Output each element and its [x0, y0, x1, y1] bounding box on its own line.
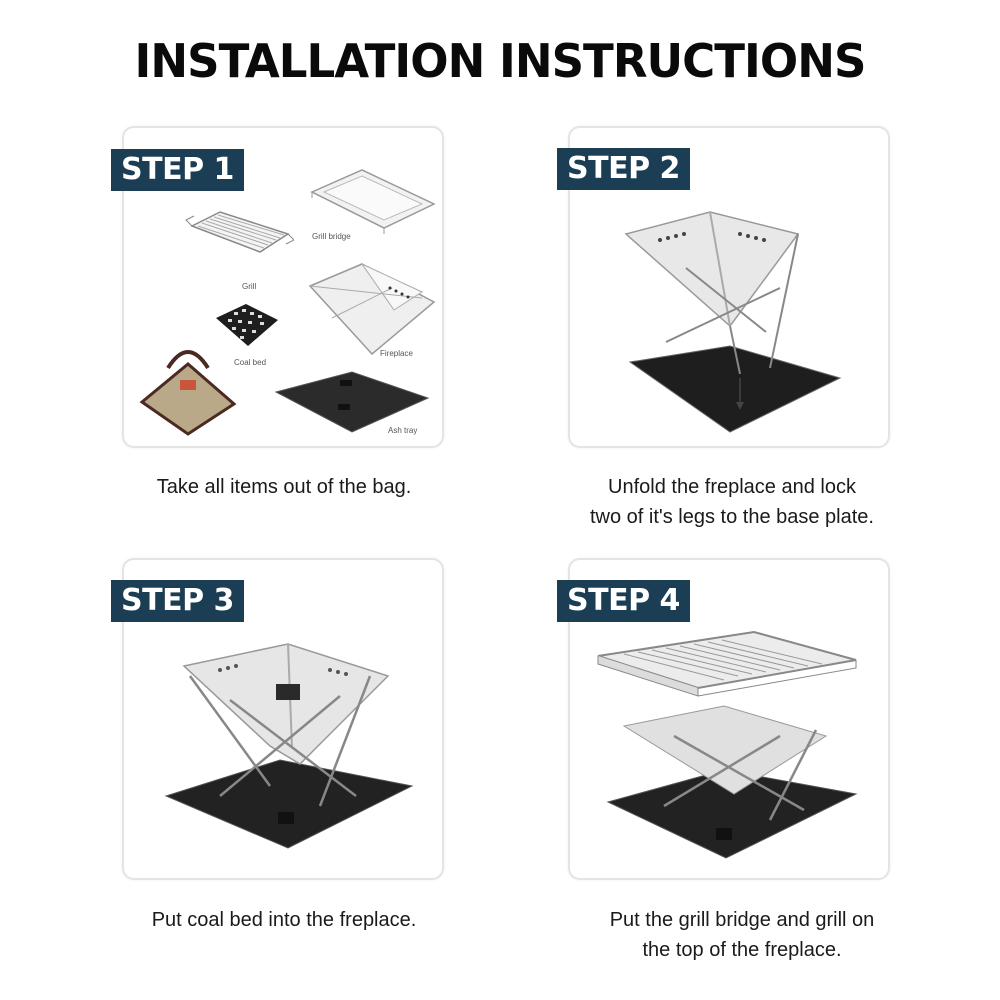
- grill-illustration: [185, 211, 294, 253]
- page-title: INSTALLATION INSTRUCTIONS: [134, 34, 867, 88]
- item-label-grill: Grill: [242, 282, 257, 291]
- step-1-panel: Grill bridge Grill Fireplace Coal bed: [122, 126, 444, 448]
- caption-line: Put the grill bridge and grill on: [609, 909, 875, 931]
- fireplace-illustration: [308, 262, 436, 356]
- caption-line: two of it's legs to the base plate.: [590, 506, 874, 528]
- step-3-panel: [122, 558, 444, 880]
- step-2-badge: STEP 2: [557, 148, 690, 190]
- step-4-caption: Put the grill bridge and grill on the to…: [532, 905, 952, 965]
- step-1-badge: STEP 1: [111, 149, 244, 191]
- item-label-grill-bridge: Grill bridge: [312, 232, 351, 241]
- item-label-fireplace: Fireplace: [380, 349, 413, 358]
- step-3-badge: STEP 3: [111, 580, 244, 622]
- step-1-caption: Take all items out of the bag.: [74, 472, 494, 502]
- ash-tray-illustration: [274, 371, 430, 433]
- fireplace-with-coal-bed-illustration: [164, 643, 414, 849]
- step-2-caption: Unfold the freplace and lock two of it's…: [522, 472, 942, 532]
- item-label-ash-tray: Ash tray: [388, 426, 418, 435]
- step-4-badge: STEP 4: [557, 580, 690, 622]
- assembled-grill-illustration: [597, 630, 858, 859]
- step-3-caption: Put coal bed into the freplace.: [74, 905, 494, 935]
- step-4-panel: [568, 558, 890, 880]
- caption-line: Take all items out of the bag.: [156, 476, 412, 498]
- caption-line: Put coal bed into the freplace.: [151, 909, 417, 931]
- caption-line: the top of the freplace.: [642, 939, 842, 961]
- carry-bag-illustration: [139, 350, 237, 436]
- grill-bridge-illustration: [310, 169, 436, 234]
- unfolded-fireplace-illustration: [624, 211, 842, 433]
- coal-bed-illustration: [216, 304, 278, 346]
- item-label-coal-bed: Coal bed: [234, 358, 267, 367]
- caption-line: Unfold the freplace and lock: [608, 476, 856, 498]
